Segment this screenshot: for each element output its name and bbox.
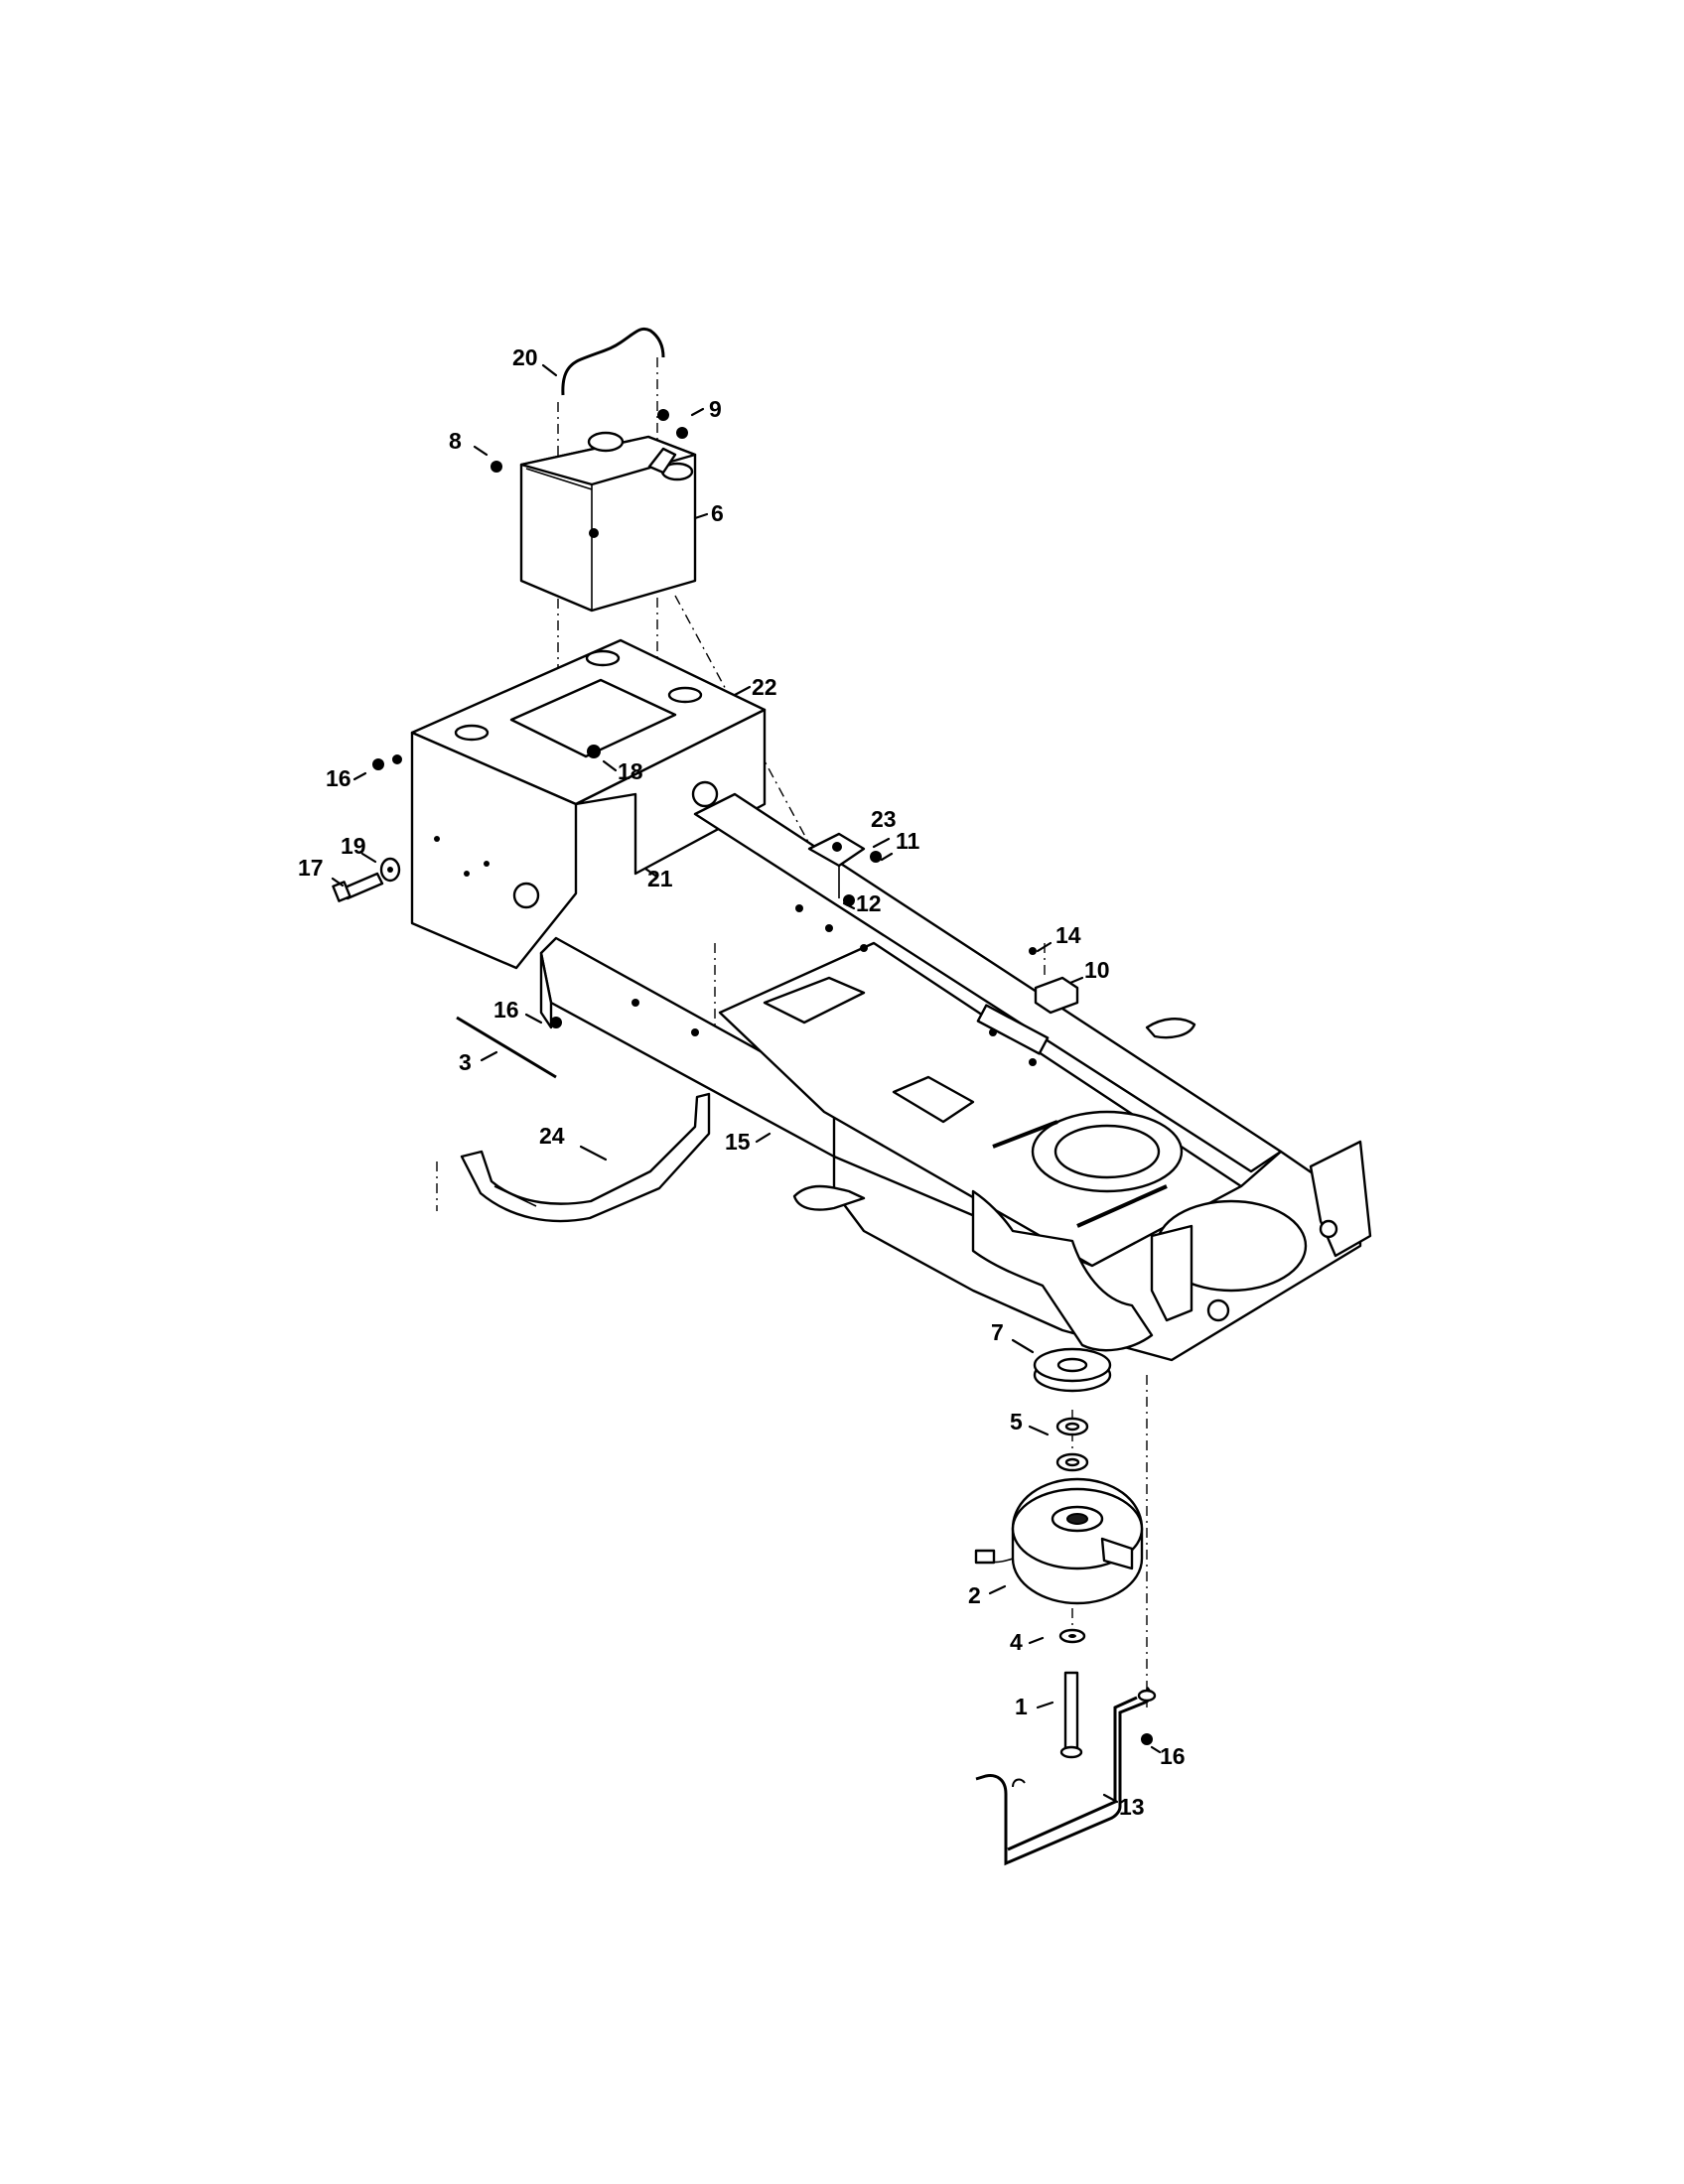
callout-7: 7 [991, 1319, 1004, 1345]
washer-4 [1058, 1628, 1086, 1644]
bolt-16-middle [550, 1017, 562, 1028]
callout-9: 9 [709, 396, 722, 422]
callout-3: 3 [459, 1049, 472, 1075]
callout-11: 11 [896, 828, 920, 854]
callout-4: 4 [1010, 1629, 1023, 1655]
main-frame [539, 792, 1372, 1362]
callout-5: 5 [1010, 1409, 1023, 1434]
spacer-5 [1055, 1417, 1089, 1472]
callout-10: 10 [1084, 957, 1110, 983]
callout-14: 14 [1055, 922, 1081, 948]
callout-8: 8 [449, 428, 462, 454]
bracket-23 [807, 832, 866, 898]
leader-lines [331, 363, 1162, 1804]
callout-15: 15 [725, 1129, 751, 1155]
callout-13: 13 [1119, 1794, 1145, 1820]
pulley-7 [1033, 1347, 1112, 1393]
cable-tie [456, 1016, 557, 1079]
bolt-1 [1059, 1671, 1083, 1759]
screw-14 [1029, 947, 1037, 955]
battery-bolts [491, 409, 688, 538]
bolt-17 [332, 872, 384, 902]
callout-16-upper: 16 [326, 765, 351, 791]
callout-6: 6 [711, 500, 724, 526]
rod-13 [975, 1686, 1157, 1866]
callout-16-middle: 16 [493, 997, 519, 1023]
callout-22: 22 [752, 674, 777, 700]
callout-20: 20 [512, 344, 538, 370]
callout-1: 1 [1015, 1694, 1028, 1719]
callout-19: 19 [341, 833, 366, 859]
callout-17: 17 [298, 855, 324, 881]
callout-18: 18 [618, 758, 643, 784]
callout-24: 24 [539, 1123, 565, 1149]
bolt-16-lower [1141, 1733, 1153, 1745]
callout-23: 23 [871, 806, 897, 832]
battery [519, 431, 697, 613]
callout-21: 21 [647, 866, 673, 891]
clutch-2 [974, 1477, 1144, 1605]
battery-tray [392, 638, 767, 970]
bolt-16-upper [372, 758, 384, 770]
callout-2: 2 [968, 1582, 981, 1608]
switch-10 [1034, 976, 1079, 1015]
callout-12: 12 [856, 890, 882, 916]
nut-11 [870, 851, 882, 863]
callout-16-lower: 16 [1160, 1743, 1186, 1769]
washer-19 [379, 857, 401, 883]
callouts: 20 9 8 6 22 18 16 19 17 21 23 11 12 14 1… [298, 344, 1186, 1820]
battery-cable [561, 327, 665, 396]
bracket-24 [460, 1092, 711, 1223]
